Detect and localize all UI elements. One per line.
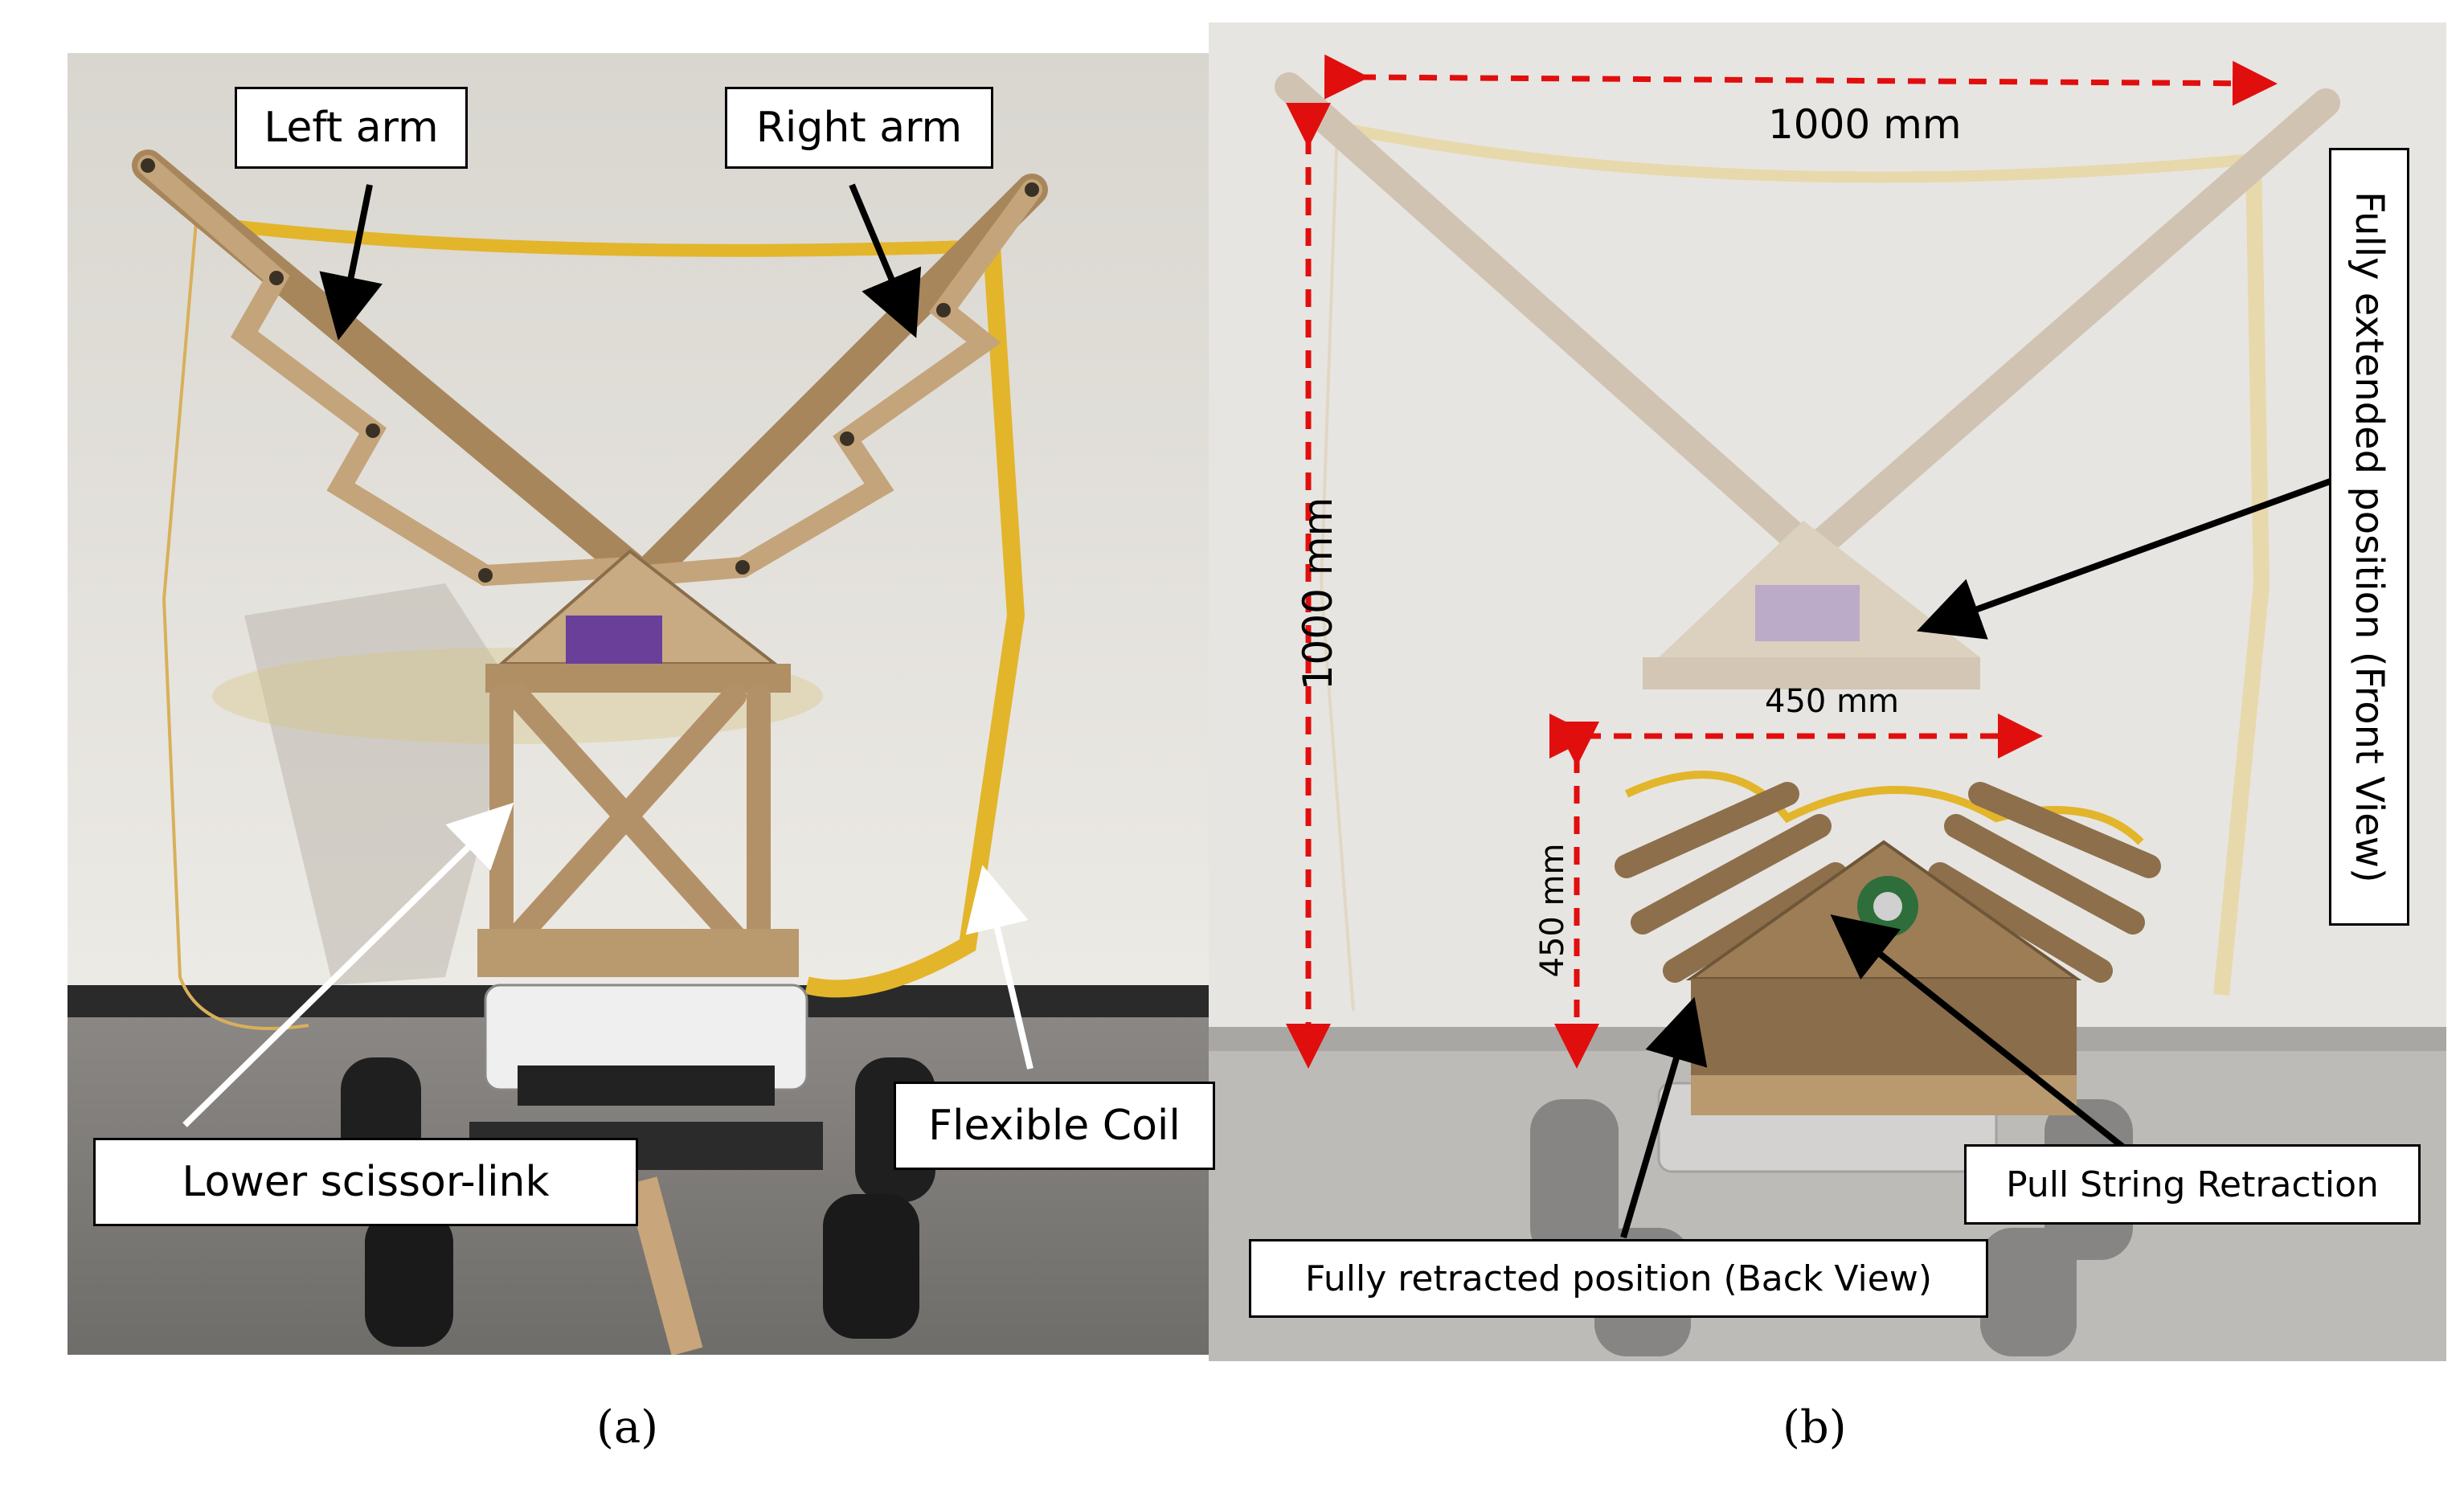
fully-retracted-label: Fully retracted position (Back View) (1249, 1239, 1988, 1318)
dim-label-retracted-height: 450 mm (1534, 843, 1571, 978)
flexible-coil-label: Flexible Coil (894, 1082, 1215, 1170)
lower-scissor-link-label: Lower scissor-link (93, 1138, 638, 1226)
caption-a: (a) (596, 1401, 659, 1454)
dim-label-retracted-width: 450 mm (1765, 683, 1899, 720)
left-arm-label: Left arm (235, 87, 468, 169)
fully-extended-label: Fully extended position (Front View) (2329, 148, 2409, 926)
right-arm-label: Right arm (725, 87, 993, 169)
dim-label-top: 1000 mm (1768, 101, 1962, 148)
pull-string-retraction-label: Pull String Retraction (1964, 1144, 2421, 1225)
caption-b: (b) (1783, 1401, 1847, 1454)
dim-label-left: 1000 mm (1295, 497, 1341, 691)
